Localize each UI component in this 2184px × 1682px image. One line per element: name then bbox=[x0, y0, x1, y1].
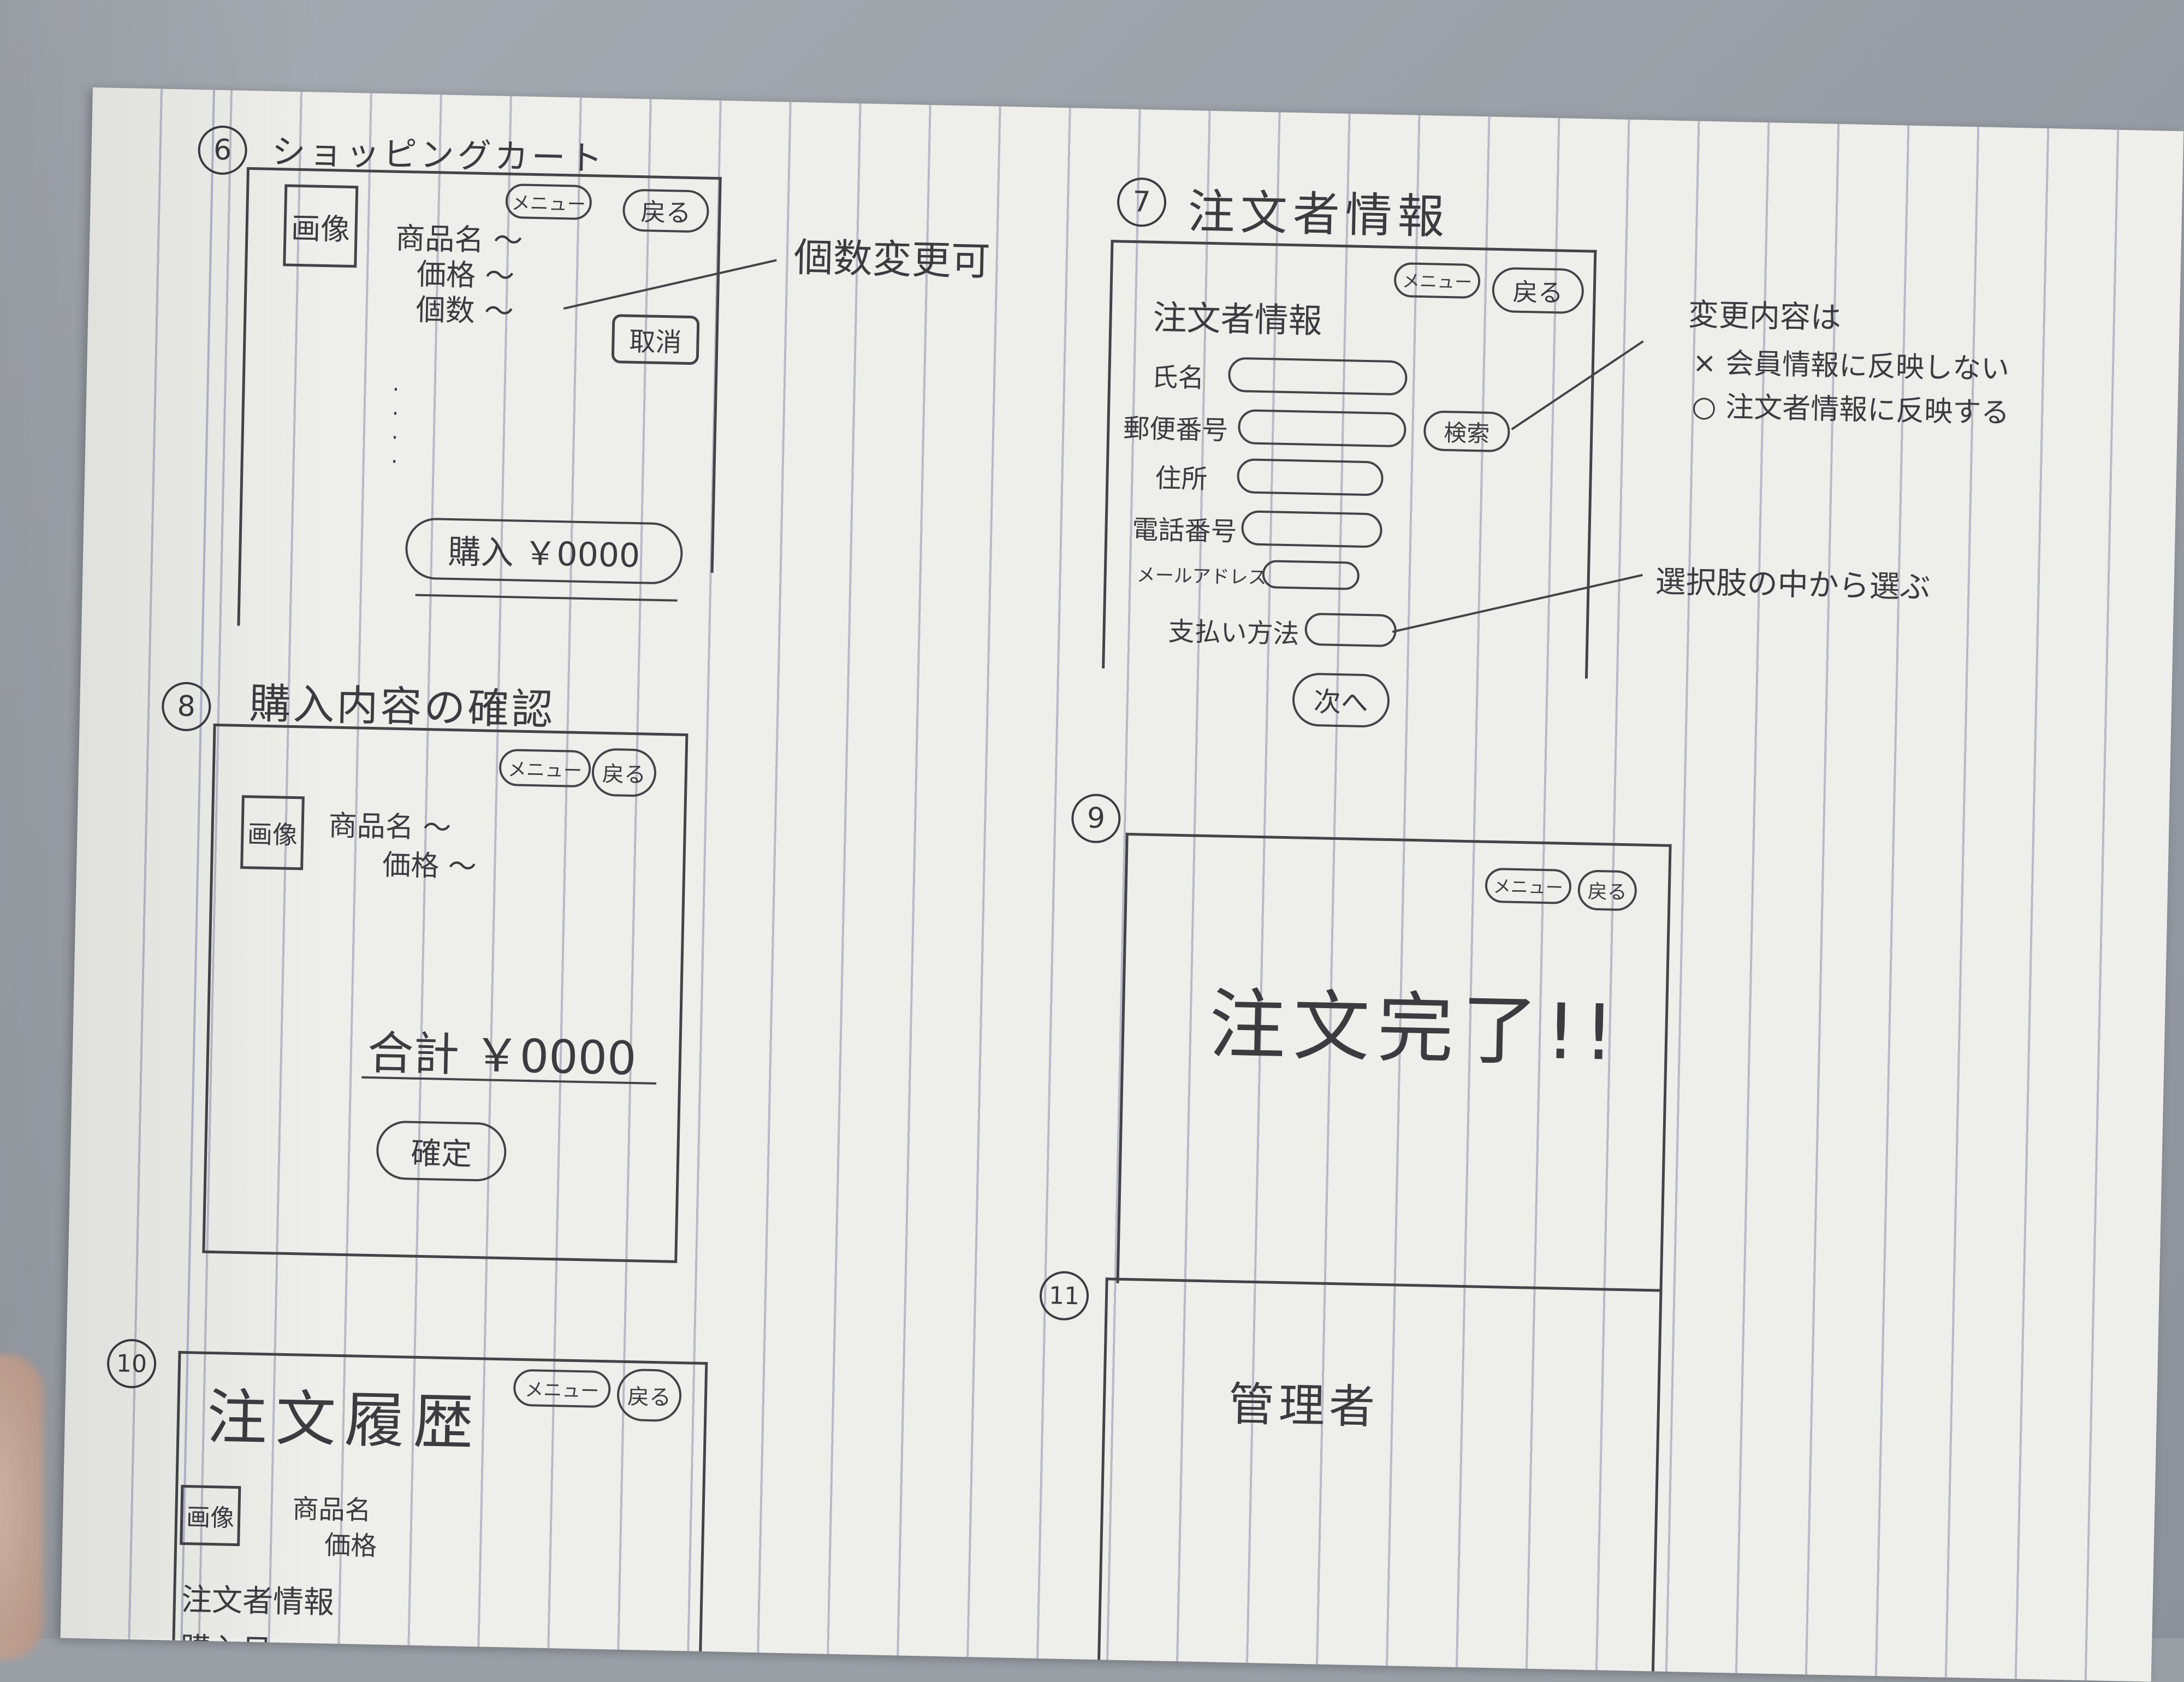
confirm-item-name: 商品名 ～ bbox=[328, 809, 452, 845]
orderer-back-button[interactable]: 戻る bbox=[1491, 266, 1584, 315]
history-back-button[interactable]: 戻る bbox=[616, 1368, 682, 1423]
cart-back-button[interactable]: 戻る bbox=[622, 188, 710, 233]
orderer-form-title: 注文者情報 bbox=[1152, 297, 1323, 341]
name-input[interactable] bbox=[1227, 357, 1408, 396]
confirm-item-price: 価格 ～ bbox=[382, 849, 477, 884]
change-note-line1: × 会員情報に反映しない bbox=[1692, 346, 2010, 386]
address-label: 住所 bbox=[1154, 463, 1208, 495]
email-input[interactable] bbox=[1262, 560, 1360, 590]
complete-menu-button[interactable]: メニュー bbox=[1485, 867, 1572, 905]
confirm-product-image: 画像 bbox=[240, 795, 305, 870]
history-product-image: 画像 bbox=[180, 1484, 241, 1547]
history-menu-button[interactable]: メニュー bbox=[513, 1369, 611, 1408]
confirm-menu-button[interactable]: メニュー bbox=[498, 748, 591, 788]
phone-input[interactable] bbox=[1241, 510, 1383, 548]
screen-number-8: 8 bbox=[161, 681, 212, 732]
screen-number-7: 7 bbox=[1117, 177, 1167, 228]
screen-number-11: 11 bbox=[1039, 1270, 1089, 1321]
cart-menu-button[interactable]: メニュー bbox=[505, 183, 592, 221]
payment-select-note: 選択肢の中から選ぶ bbox=[1654, 564, 1931, 606]
confirm-back-button[interactable]: 戻る bbox=[591, 748, 657, 797]
screen-number-9: 9 bbox=[1071, 793, 1121, 844]
history-orderer-info: 注文者情報 bbox=[181, 1582, 335, 1621]
name-label: 氏名 bbox=[1151, 362, 1204, 394]
zip-input[interactable] bbox=[1237, 409, 1407, 448]
order-complete-message: 注文完了!! bbox=[1208, 980, 1623, 1079]
payment-label: 支払い方法 bbox=[1167, 616, 1300, 650]
cart-underline bbox=[415, 594, 678, 602]
quantity-change-note: 個数変更可 bbox=[793, 234, 991, 285]
admin-title: 管理者 bbox=[1227, 1377, 1380, 1434]
finger-blur bbox=[0, 1354, 44, 1660]
history-title: 注文履歴 bbox=[206, 1382, 483, 1458]
payment-select[interactable] bbox=[1304, 612, 1397, 648]
notebook-page: 6 ショッピングカート 画像 メニュー 戻る 商品名 ～ 価格 ～ 個数 ～ 取… bbox=[60, 87, 2184, 1682]
history-item-price: 価格 bbox=[324, 1530, 377, 1562]
screen-number-10: 10 bbox=[106, 1339, 157, 1389]
confirm-button[interactable]: 確定 bbox=[376, 1120, 507, 1182]
screen-title-orderer-info: 注文者情報 bbox=[1187, 185, 1451, 245]
cart-purchase-button[interactable]: 購入 ￥0000 bbox=[405, 517, 684, 585]
complete-back-button[interactable]: 戻る bbox=[1577, 869, 1637, 911]
orderer-menu-button[interactable]: メニュー bbox=[1393, 262, 1481, 299]
history-purchase-date: 購入日 bbox=[180, 1631, 272, 1669]
phone-label: 電話番号 bbox=[1131, 514, 1238, 548]
history-item-name: 商品名 bbox=[292, 1494, 372, 1526]
change-note-title: 変更内容は bbox=[1688, 297, 1842, 336]
change-note-line2: ○ 注文者情報に反映する bbox=[1691, 390, 2010, 430]
zip-label: 郵便番号 bbox=[1123, 413, 1228, 446]
zip-search-button[interactable]: 検索 bbox=[1423, 410, 1511, 453]
address-input[interactable] bbox=[1236, 458, 1384, 496]
cart-item-quantity: 個数 ～ bbox=[415, 292, 514, 329]
orderer-next-button[interactable]: 次へ bbox=[1291, 672, 1391, 728]
cart-product-image: 画像 bbox=[283, 184, 359, 268]
cart-cancel-button[interactable]: 取消 bbox=[611, 314, 700, 365]
admin-wireframe bbox=[1096, 1277, 1663, 1682]
email-label: メールアドレス bbox=[1136, 564, 1267, 589]
screen-number-6: 6 bbox=[197, 125, 248, 175]
